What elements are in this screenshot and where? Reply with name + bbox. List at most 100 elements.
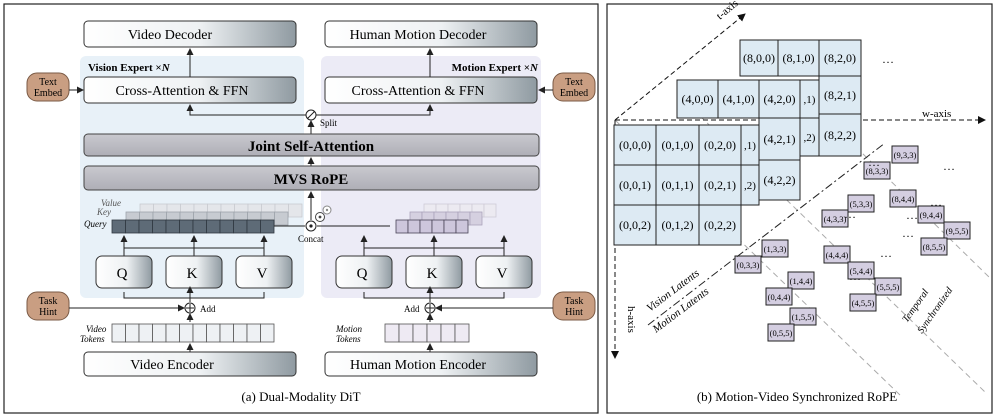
motion-rope-cell-label: (5,4,4) bbox=[850, 266, 873, 276]
motion-token bbox=[384, 323, 400, 343]
mvs-rope-box bbox=[83, 165, 540, 191]
task-hint-right bbox=[552, 291, 596, 321]
rope-cell bbox=[698, 164, 742, 206]
rope-cell-label: (4,0,0) bbox=[682, 92, 714, 106]
motion-rope-cell bbox=[920, 237, 948, 256]
motion-rope-cell-label: (1,4,4) bbox=[790, 276, 813, 286]
rope-cell-label: (8,2,2) bbox=[824, 128, 856, 142]
panel-dual-modality-dit: Video Decoder Human Motion Decoder Visio… bbox=[3, 3, 599, 414]
video-token bbox=[192, 323, 207, 343]
rope-cell-partial-label: ,2) bbox=[744, 180, 756, 192]
rope-cell-partial-label: ,1) bbox=[744, 140, 756, 152]
motion-rope-cell bbox=[765, 287, 793, 306]
h-axis-label: h-axis bbox=[625, 306, 637, 333]
rope-cell-label: (8,1,0) bbox=[783, 51, 815, 65]
rope-cell bbox=[758, 117, 801, 161]
text-embed-left-l2: Embed bbox=[34, 88, 62, 99]
motion-query-token bbox=[455, 219, 469, 234]
rope-cell-partial-label: ,2) bbox=[804, 132, 816, 144]
motion-rope-cell bbox=[734, 255, 762, 274]
motion-rope-cell-label: (4,5,5) bbox=[852, 298, 875, 308]
text-embed-left bbox=[26, 72, 70, 102]
video-k-label: K bbox=[187, 266, 198, 282]
video-value-token bbox=[288, 203, 303, 218]
motion-rope-cell-label: (4,3,3) bbox=[824, 214, 847, 224]
ellipsis: … bbox=[882, 52, 894, 66]
task-hint-left bbox=[26, 291, 70, 321]
video-query-token bbox=[260, 219, 275, 234]
motion-rope-cell-label: (8,5,5) bbox=[923, 242, 946, 252]
motion-value-token bbox=[483, 203, 497, 218]
motion-token-row bbox=[384, 323, 470, 343]
rope-cell bbox=[818, 113, 862, 157]
motion-v-label: V bbox=[497, 266, 508, 282]
rope-cell bbox=[613, 204, 657, 246]
ellipsis: … bbox=[868, 155, 880, 169]
ellipsis: … bbox=[880, 246, 892, 260]
motion-q-box bbox=[335, 255, 393, 289]
rope-cell bbox=[698, 124, 742, 166]
video-v-label: V bbox=[257, 266, 268, 282]
latents-separator bbox=[647, 142, 886, 326]
motion-token bbox=[440, 323, 456, 343]
rope-cell bbox=[818, 75, 862, 115]
video-token bbox=[233, 323, 248, 343]
motion-rope-cell-label: (1,5,5) bbox=[792, 312, 815, 322]
motion-rope-cell-label: (0,4,4) bbox=[768, 292, 791, 302]
ellipsis: … bbox=[844, 207, 856, 221]
add-label-motion: Add bbox=[404, 304, 420, 314]
rope-cell bbox=[655, 124, 700, 166]
rope-cell-label: (8,2,1) bbox=[824, 88, 856, 102]
rope-cell-label: (0,0,0) bbox=[619, 138, 651, 152]
motion-rope-cell-label: (1,3,3) bbox=[764, 244, 787, 254]
video-token bbox=[179, 323, 194, 343]
video-query-token bbox=[125, 219, 140, 234]
motion-token bbox=[412, 323, 428, 343]
t-axis-line bbox=[614, 13, 746, 121]
ellipsis: … bbox=[849, 269, 861, 283]
rope-cell-label: (8,0,0) bbox=[743, 51, 775, 65]
motion-encoder-label: Human Motion Encoder bbox=[350, 358, 486, 373]
joint-self-attention-box bbox=[83, 133, 540, 157]
task-hint-left-l1: Task bbox=[39, 296, 58, 307]
rope-cell-label: (8,2,0) bbox=[824, 51, 856, 65]
video-token bbox=[260, 323, 275, 343]
motion-rope-cell-label: (0,5,5) bbox=[770, 328, 793, 338]
cross-attention-vision-label: Cross-Attention & FFN bbox=[115, 84, 248, 99]
motion-rope-cell bbox=[889, 189, 917, 208]
video-token bbox=[246, 323, 261, 343]
rope-cell bbox=[818, 39, 862, 77]
motion-rope-cell bbox=[821, 209, 849, 228]
split-label: Split bbox=[320, 118, 338, 128]
motion-rope-cell bbox=[917, 205, 945, 224]
motion-rope-cell bbox=[849, 293, 877, 312]
motion-query-token bbox=[407, 219, 421, 234]
motion-token bbox=[426, 323, 442, 343]
video-encoder-box bbox=[83, 351, 297, 377]
motion-tokens-l2: Tokens bbox=[336, 334, 361, 344]
cross-attention-motion-label: Cross-Attention & FFN bbox=[351, 84, 484, 99]
video-query-token bbox=[179, 219, 194, 234]
motion-rope-cell bbox=[891, 145, 919, 164]
rope-cell-label: (0,2,0) bbox=[704, 138, 736, 152]
video-token bbox=[111, 323, 126, 343]
text-embed-right bbox=[552, 72, 596, 102]
video-token bbox=[152, 323, 167, 343]
video-token bbox=[165, 323, 180, 343]
motion-rope-cell-label: (0,3,3) bbox=[737, 260, 760, 270]
rope-cell bbox=[698, 204, 742, 246]
video-tokens-l1: Video bbox=[86, 324, 107, 334]
video-query-token bbox=[111, 219, 126, 234]
motion-rope-cell-label: (8,3,3) bbox=[866, 166, 889, 176]
ellipsis: … bbox=[943, 159, 955, 173]
rope-cell-partial bbox=[799, 117, 820, 157]
rope-cell bbox=[717, 79, 760, 119]
panel-mvs-rope: t-axis w-axis h-axis (8,0,0)(8,1,0)(8,2,… bbox=[606, 0, 993, 414]
rope-cell-partial-label: ,1) bbox=[804, 94, 816, 106]
motion-rope-cell bbox=[847, 261, 875, 280]
video-token bbox=[206, 323, 221, 343]
rope-grids: (8,0,0) (8,1,0) (8,2,0) (8,2,1) (8,2,2) (4,0,… bbox=[613, 39, 971, 342]
rope-cell-label: (4,2,2) bbox=[764, 173, 796, 187]
